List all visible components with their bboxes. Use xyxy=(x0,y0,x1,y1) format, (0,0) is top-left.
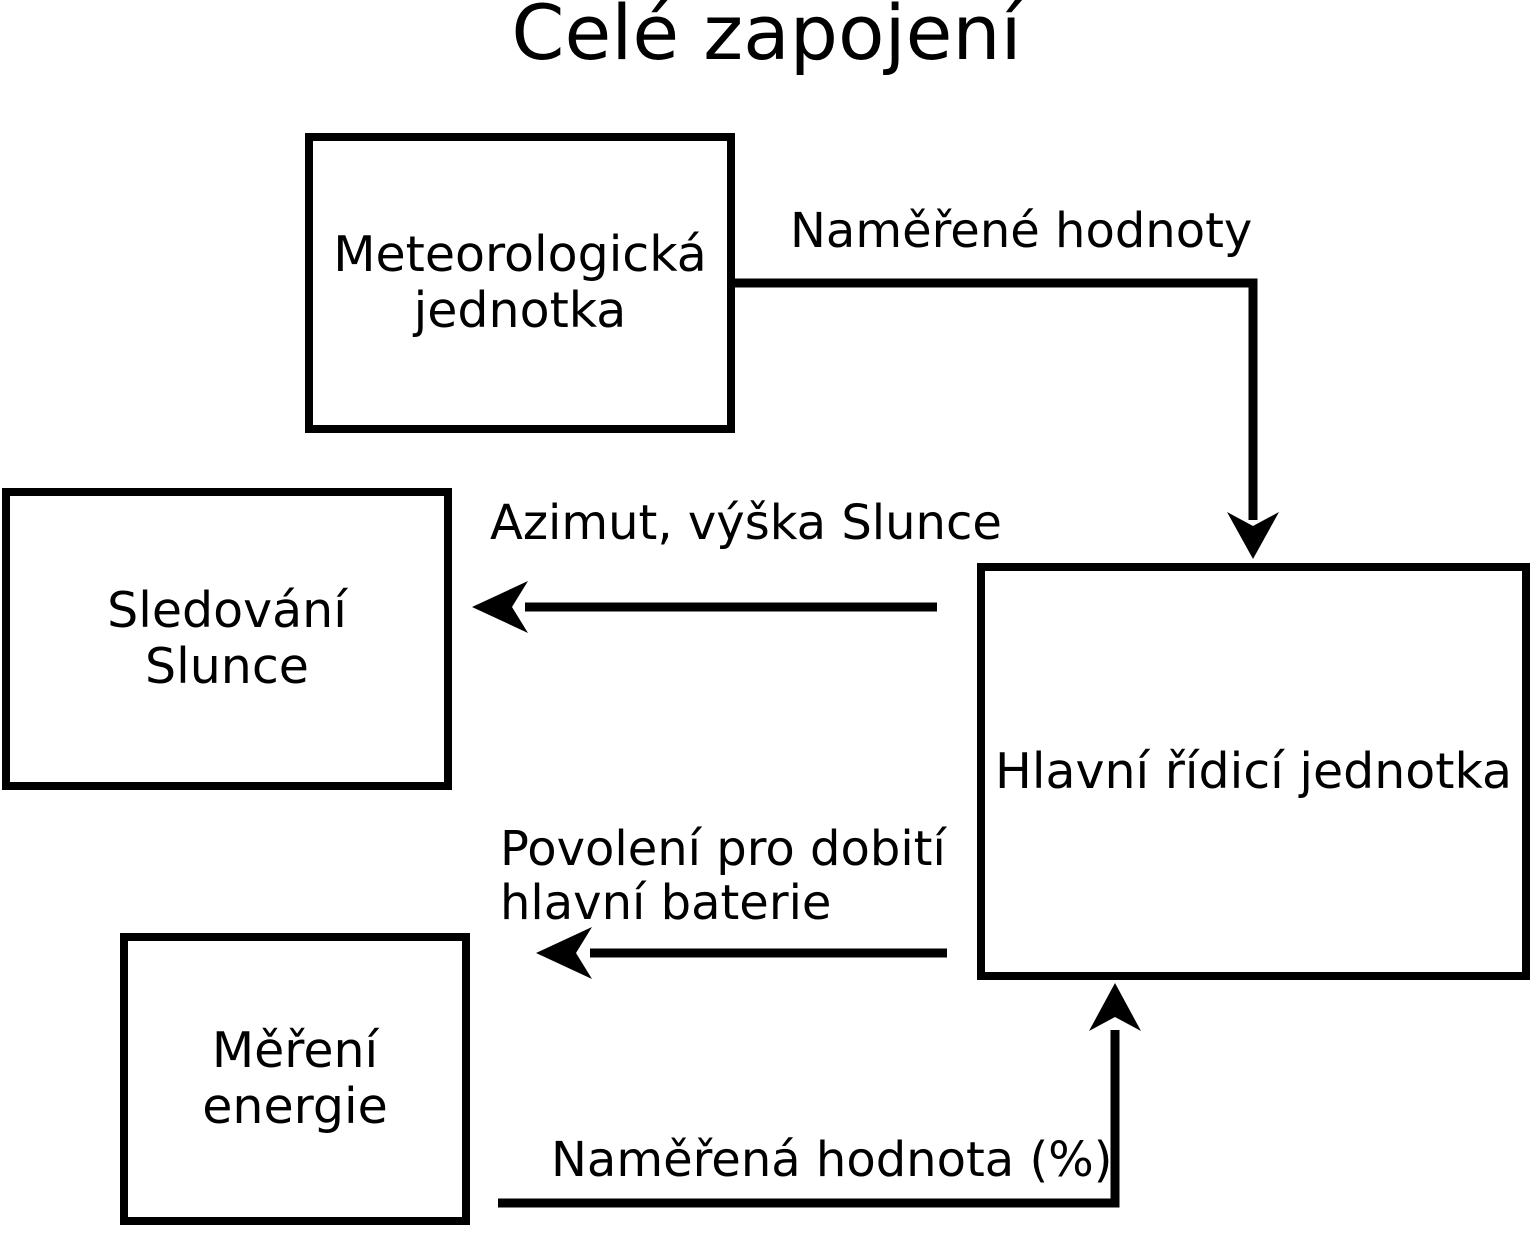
arrowhead-down-icon xyxy=(1227,512,1279,559)
arrow-namerene-hodnoty-line xyxy=(735,278,1258,520)
arrowhead-up-icon xyxy=(1089,983,1141,1031)
arrowhead-left-icon xyxy=(536,927,592,979)
arrow-namerena-hodnota xyxy=(498,983,1141,1208)
node-label-line: Sledování xyxy=(107,582,347,639)
node-label-line: Hlavní řídicí jednotka xyxy=(995,742,1512,800)
edge-label-line: hlavní baterie xyxy=(500,875,832,931)
arrow-namerena-line xyxy=(498,1030,1120,1208)
arrow-povoleni-dobiti xyxy=(536,927,947,979)
edge-label-line: Povolení pro dobití xyxy=(500,821,946,877)
arrowhead-left-icon xyxy=(472,581,528,633)
node-label-line: jednotka xyxy=(413,282,627,339)
arrow-namerene-hodnoty xyxy=(735,278,1279,559)
edge-label-azimut-vyska-slunce: Azimut, výška Slunce xyxy=(490,495,1002,551)
arrow-azimut-vyska-slunce xyxy=(472,581,937,633)
node-hlavni-ridici-jednotka: Hlavní řídicí jednotka xyxy=(977,563,1530,980)
edge-label-namerena-hodnota: Naměřená hodnota (%) xyxy=(551,1132,1113,1188)
node-label-line: Slunce xyxy=(145,638,309,695)
edge-label-namerene-hodnoty: Naměřené hodnoty xyxy=(790,203,1253,259)
node-mereni-energie: Měření energie xyxy=(120,933,470,1225)
edge-label-povoleni-dobiti: Povolení pro dobití hlavní baterie xyxy=(500,822,946,930)
node-label-line: Meteorologická xyxy=(333,226,707,283)
node-label-line: Měření xyxy=(211,1022,379,1079)
node-sledovani-slunce: Sledování Slunce xyxy=(2,488,452,790)
page-title: Celé zapojení xyxy=(511,0,1022,77)
node-label-line: energie xyxy=(202,1078,388,1135)
node-meteorologicka-jednotka: Meteorologická jednotka xyxy=(305,133,735,433)
